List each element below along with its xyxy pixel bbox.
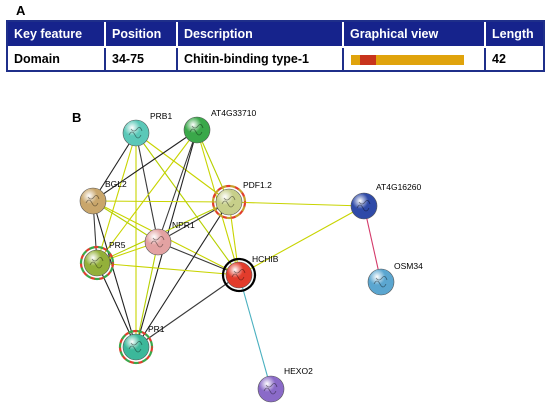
cell-description: Chitin-binding type-1 bbox=[184, 52, 309, 66]
node-sphere bbox=[183, 116, 211, 144]
protein-structure-icon bbox=[373, 276, 388, 288]
protein-structure-icon bbox=[89, 257, 104, 269]
node-sphere bbox=[144, 228, 172, 256]
protein-structure-icon bbox=[85, 195, 100, 207]
node-bgl2[interactable]: BGL2 bbox=[79, 179, 127, 215]
node-label: PDF1.2 bbox=[243, 180, 272, 190]
node-sphere bbox=[83, 249, 111, 277]
edge-AT4G33710-BGL2 bbox=[92, 129, 198, 202]
node-label: PRB1 bbox=[150, 111, 172, 121]
edge-PRB1-BGL2 bbox=[92, 132, 137, 202]
node-sphere bbox=[79, 187, 107, 215]
node-label: BGL2 bbox=[105, 179, 127, 189]
column-divider bbox=[104, 48, 106, 70]
cell-key-feature: Domain bbox=[14, 52, 60, 66]
column-divider bbox=[342, 48, 344, 70]
edge-PR5-PR1 bbox=[96, 262, 137, 348]
node-sphere bbox=[122, 333, 150, 361]
node-label: PR5 bbox=[109, 240, 126, 250]
chitin-binding-domain-highlight bbox=[360, 55, 376, 65]
header-length: Length bbox=[486, 22, 543, 46]
protein-length-bar bbox=[351, 55, 464, 65]
node-label: AT4G33710 bbox=[211, 108, 256, 118]
protein-structure-icon bbox=[221, 196, 236, 208]
node-osm34[interactable]: OSM34 bbox=[367, 261, 423, 296]
panel-a-letter: A bbox=[16, 3, 26, 18]
edge-AT4G33710-NPR1 bbox=[157, 129, 198, 243]
header-description: Description bbox=[178, 22, 344, 46]
edge-AT4G33710-PR5 bbox=[96, 129, 198, 264]
edge-PDF1.2-NPR1 bbox=[157, 201, 230, 243]
node-label: NPR1 bbox=[172, 220, 195, 230]
node-pdf1-2[interactable]: PDF1.2 bbox=[211, 180, 272, 220]
node-label: PR1 bbox=[148, 324, 165, 334]
node-at4g16260[interactable]: AT4G16260 bbox=[350, 182, 421, 220]
node-sphere bbox=[257, 375, 285, 403]
edge-BGL2-PDF1.2 bbox=[92, 200, 230, 203]
header-graphical-view: Graphical view bbox=[344, 22, 486, 46]
node-highlight-ring bbox=[79, 245, 115, 281]
edge-HCHIB-PR1 bbox=[135, 274, 240, 348]
protein-structure-icon bbox=[356, 200, 371, 212]
edge-HCHIB-HEXO2 bbox=[238, 274, 272, 390]
column-divider bbox=[484, 48, 486, 70]
node-label: OSM34 bbox=[394, 261, 423, 271]
node-label: HCHIB bbox=[252, 254, 279, 264]
node-sphere bbox=[225, 261, 253, 289]
cell-position: 34-75 bbox=[112, 52, 144, 66]
node-prb1[interactable]: PRB1 bbox=[122, 111, 172, 147]
edge-PR5-HCHIB bbox=[96, 262, 240, 276]
edge-NPR1-PR1 bbox=[135, 241, 159, 348]
edge-HCHIB-AT4G16260 bbox=[238, 205, 365, 276]
node-pr1[interactable]: PR1 bbox=[118, 324, 165, 365]
panel-b-letter: B bbox=[72, 110, 82, 125]
domain-feature-table: Key feature Position Description Graphic… bbox=[6, 20, 545, 72]
edge-PRB1-PR5 bbox=[96, 132, 137, 264]
node-hexo2[interactable]: HEXO2 bbox=[257, 366, 313, 403]
node-highlight-ring bbox=[221, 257, 257, 293]
edge-PRB1-NPR1 bbox=[135, 132, 159, 243]
protein-structure-icon bbox=[128, 127, 143, 139]
edge-PRB1-HCHIB bbox=[135, 132, 240, 276]
header-position: Position bbox=[106, 22, 178, 46]
edge-NPR1-HCHIB bbox=[157, 241, 240, 276]
column-divider bbox=[176, 48, 178, 70]
node-highlight-ring bbox=[118, 329, 154, 365]
table-header-row: Key feature Position Description Graphic… bbox=[8, 22, 543, 46]
node-label: AT4G16260 bbox=[376, 182, 421, 192]
cell-length: 42 bbox=[492, 52, 506, 66]
protein-structure-icon bbox=[150, 236, 165, 248]
node-at4g33710[interactable]: AT4G33710 bbox=[183, 108, 256, 144]
node-sphere bbox=[215, 188, 243, 216]
node-label: HEXO2 bbox=[284, 366, 313, 376]
protein-structure-icon bbox=[189, 124, 204, 136]
node-pr5[interactable]: PR5 bbox=[79, 240, 126, 281]
node-sphere bbox=[122, 119, 150, 147]
node-sphere bbox=[367, 268, 395, 296]
node-sphere bbox=[350, 192, 378, 220]
protein-structure-icon bbox=[231, 269, 246, 281]
edge-PRB1-PDF1.2 bbox=[135, 132, 230, 203]
protein-structure-icon bbox=[128, 341, 143, 353]
header-key-feature: Key feature bbox=[8, 22, 106, 46]
network-edges bbox=[92, 129, 382, 390]
edge-BGL2-PR1 bbox=[92, 200, 137, 348]
node-hchib[interactable]: HCHIB bbox=[221, 254, 279, 293]
node-npr1[interactable]: NPR1 bbox=[144, 220, 195, 256]
edge-PDF1.2-AT4G16260 bbox=[228, 201, 365, 207]
protein-structure-icon bbox=[263, 383, 278, 395]
edge-PDF1.2-PR1 bbox=[135, 201, 230, 348]
node-highlight-ring bbox=[211, 184, 247, 220]
